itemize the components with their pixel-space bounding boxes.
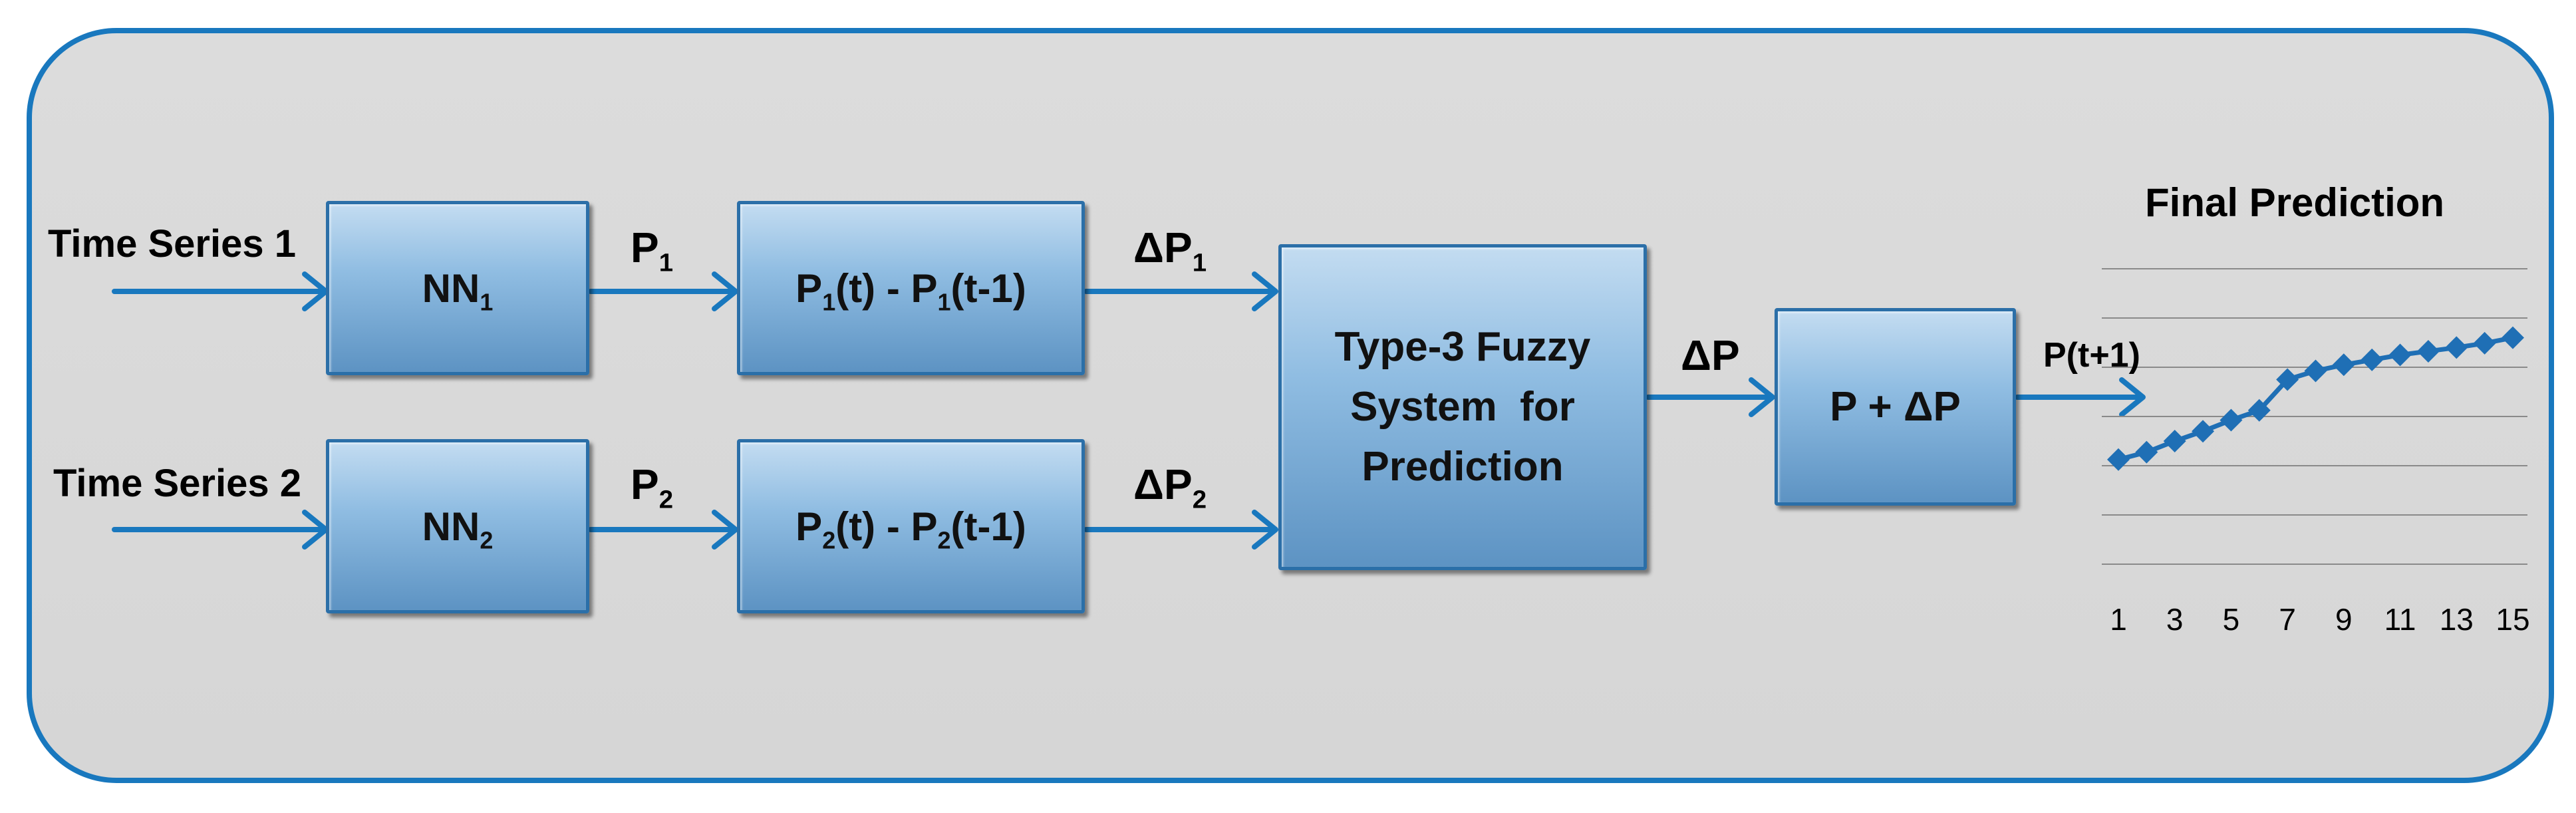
prediction-point [2473,331,2496,355]
prediction-point [2276,368,2299,391]
p1-signal-label: P1 [631,224,674,277]
prediction-point [2332,353,2355,377]
nn2-block: NN2 [326,439,589,613]
prediction-point [2416,339,2440,363]
prediction-point [2502,326,2524,349]
chart-title: Final Prediction [2145,180,2445,225]
final-prediction-chart [2102,268,2527,565]
arrow-input1-nn1 [112,271,329,311]
sum-label: P + ΔP [1830,383,1961,430]
prediction-point [2445,336,2468,359]
difference-2-label: P2(t) - P2(t-1) [795,504,1026,554]
nn1-block: NN1 [326,201,589,375]
type3-fuzzy-system-block: Type-3 Fuzzy System for Prediction [1278,244,1647,570]
x-tick-label: 7 [2279,602,2296,637]
difference-block-2: P2(t) - P2(t-1) [737,439,1085,613]
prediction-point [2163,430,2186,452]
nn2-label: NN2 [422,504,494,554]
delta-p1-signal-label: ΔP1 [1133,224,1207,277]
arrow-nn2-diff2 [588,510,738,550]
time-series-1-label: Time Series 1 [48,222,296,265]
arrow-input2-nn2 [112,510,329,550]
x-tick-label: 15 [2496,602,2530,637]
delta-p-signal-label: ΔP [1681,331,1740,379]
prediction-point [2388,343,2412,367]
p-t-plus-1-output-label: P(t+1) [2043,336,2140,375]
time-series-2-label: Time Series 2 [53,462,301,505]
prediction-point [2361,348,2384,371]
arrow-diff2-fuzzy [1083,510,1278,550]
arrow-nn1-diff1 [588,271,738,311]
x-tick-label: 13 [2439,602,2474,637]
arrow-sum-output [2015,377,2146,417]
difference-1-label: P1(t) - P1(t-1) [795,265,1026,316]
prediction-point [2304,359,2327,383]
arrow-diff1-fuzzy [1083,271,1278,311]
x-tick-label: 1 [2110,602,2127,637]
difference-block-1: P1(t) - P1(t-1) [737,201,1085,375]
delta-p2-signal-label: ΔP2 [1133,460,1207,514]
x-tick-label: 3 [2166,602,2184,637]
prediction-point [2192,420,2215,443]
x-tick-label: 9 [2335,602,2353,637]
x-tick-label: 5 [2222,602,2240,637]
sum-block: P + ΔP [1775,308,2016,506]
nn1-label: NN1 [422,265,494,316]
prediction-point [2135,440,2158,464]
fuzzy-system-label: Type-3 Fuzzy System for Prediction [1334,324,1591,490]
x-tick-label: 11 [2384,602,2416,637]
arrow-fuzzy-sum [1646,377,1775,417]
prediction-point [2107,448,2130,471]
prediction-point [2219,408,2243,432]
prediction-point [2247,399,2271,422]
p2-signal-label: P2 [631,460,674,514]
